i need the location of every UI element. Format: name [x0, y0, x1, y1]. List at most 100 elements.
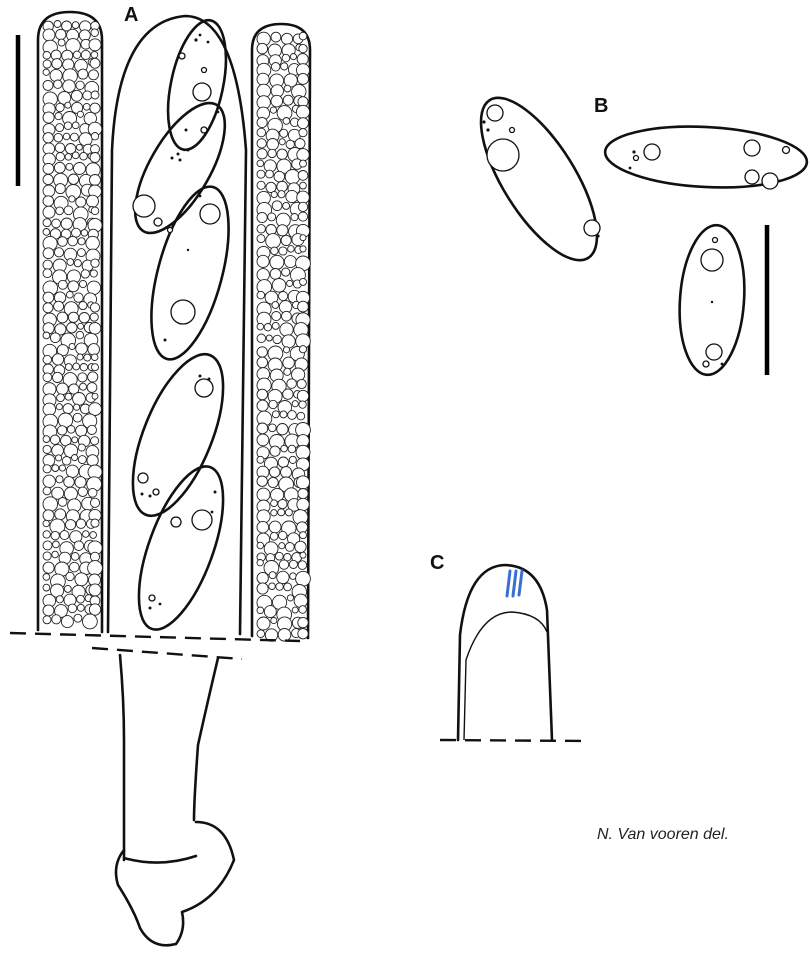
granule [43, 403, 56, 416]
granule [43, 445, 51, 453]
granule [283, 389, 293, 399]
granule [269, 572, 276, 579]
granule [43, 584, 50, 591]
granule [277, 571, 289, 583]
granule [72, 228, 81, 237]
granule [43, 206, 55, 218]
granule [279, 531, 287, 539]
granule [91, 133, 98, 140]
granule [295, 139, 305, 149]
granule [70, 133, 78, 141]
granule [60, 531, 69, 540]
granule [299, 346, 306, 353]
granule [257, 181, 265, 189]
granule [91, 259, 99, 267]
granule [87, 281, 100, 294]
granule [298, 561, 307, 570]
granule [53, 541, 60, 548]
granule [280, 323, 293, 336]
granule [295, 541, 306, 552]
granule [43, 497, 58, 512]
granule [257, 630, 265, 638]
granule [80, 364, 87, 371]
granule [91, 91, 99, 99]
granule [90, 552, 99, 561]
granule [299, 129, 307, 137]
granule [257, 334, 266, 343]
granule [43, 219, 51, 227]
granule [78, 456, 86, 464]
granule [88, 372, 98, 382]
granule [278, 509, 285, 516]
granule [257, 149, 267, 159]
granule [68, 312, 78, 322]
granule [281, 33, 292, 44]
granule [78, 444, 85, 451]
granule [257, 170, 265, 178]
granule [83, 531, 90, 538]
granule [284, 368, 291, 375]
granule [54, 162, 65, 173]
granule [52, 615, 61, 624]
granule [76, 81, 84, 89]
granule [257, 160, 264, 167]
granule [266, 335, 272, 341]
granule [257, 255, 269, 267]
granule [271, 500, 278, 507]
granule [296, 476, 309, 489]
granule [266, 170, 274, 178]
granule [291, 214, 298, 221]
panel-label-b: B [594, 95, 608, 118]
granule [284, 256, 296, 268]
granule [282, 268, 290, 276]
granule [279, 292, 288, 301]
granule [90, 175, 101, 186]
granule [43, 436, 50, 443]
granule [272, 302, 279, 309]
granule [52, 551, 59, 558]
granule [68, 281, 79, 292]
granule [43, 163, 54, 174]
granule [90, 103, 100, 113]
granule [72, 152, 79, 159]
granule [288, 246, 295, 253]
granule [58, 39, 65, 46]
ascus [108, 15, 246, 640]
granule [277, 424, 288, 435]
granule [288, 411, 297, 420]
granule [281, 63, 288, 70]
granule [90, 313, 98, 321]
granule [298, 301, 309, 312]
granule [71, 90, 82, 101]
granule [43, 52, 51, 60]
granule [76, 519, 85, 528]
granule [43, 487, 51, 495]
granule [63, 80, 76, 93]
granule [59, 465, 65, 471]
granule [271, 617, 277, 623]
granule [298, 202, 307, 211]
granule [298, 629, 308, 639]
granule [56, 596, 63, 603]
granule [267, 139, 279, 151]
granule [257, 117, 267, 127]
granule [91, 29, 99, 37]
granule [280, 129, 288, 137]
granule [298, 489, 308, 499]
granule [257, 269, 269, 281]
granule [91, 519, 99, 527]
granule [77, 111, 83, 117]
granule [292, 401, 298, 407]
granule [89, 70, 99, 80]
granule [257, 389, 268, 400]
granule [298, 73, 309, 84]
granule [92, 364, 99, 371]
granule [292, 607, 298, 613]
granule [66, 572, 74, 580]
granule [78, 69, 88, 79]
granule [74, 163, 86, 175]
granule [74, 260, 81, 267]
granule [285, 509, 292, 516]
granule [300, 235, 306, 241]
granule [283, 357, 295, 369]
